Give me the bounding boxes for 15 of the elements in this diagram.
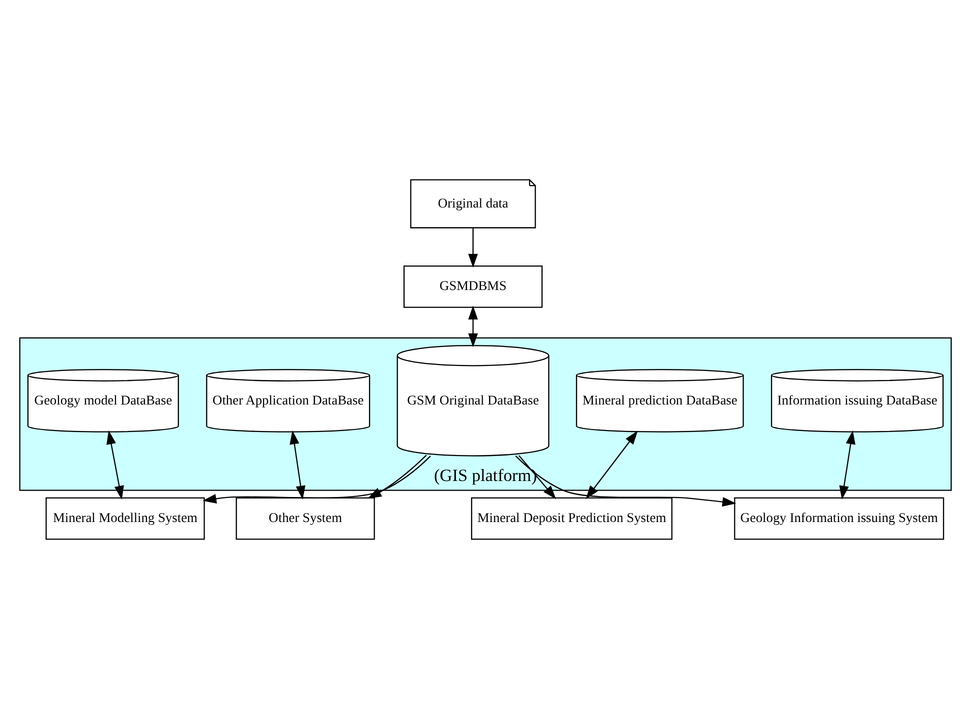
arrow [518,454,556,499]
arrow [106,430,124,500]
node-box: Geology Information issuing System [734,496,944,540]
arrow [839,430,856,500]
arrow [468,305,478,347]
arrow [368,454,427,498]
arrow [290,430,306,500]
arrow [468,228,478,268]
node-box: Mineral Modelling System [46,496,205,540]
arrow [586,430,638,499]
node-box: Other System [236,496,375,540]
arrow [202,455,431,503]
arrow [515,455,736,506]
node-box: Mineral Deposit Prediction System [471,496,672,540]
node-box: GSMDBMS [403,265,543,308]
